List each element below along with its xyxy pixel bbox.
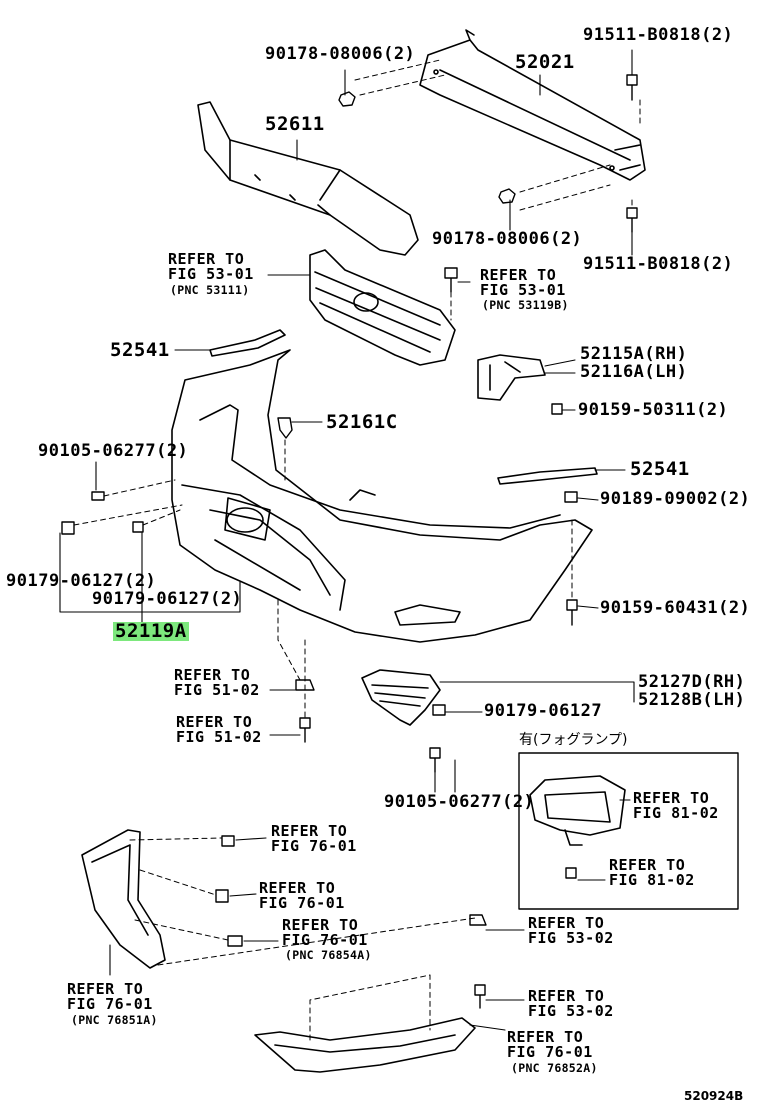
label-52161C: 52161C — [326, 411, 398, 433]
label-52128B-LH: 52128B(LH) — [638, 690, 746, 710]
lower-spoiler-front-part — [254, 1017, 476, 1073]
refer-to-text: REFER TO — [507, 1028, 584, 1046]
pnc-reference: (PNC 76854A) — [285, 948, 372, 962]
refer-to-text: REFER TO — [633, 789, 710, 807]
fig-reference-51-02[interactable]: FIG 51-02 — [176, 728, 262, 746]
label-90159-50311: 90159-50311(2) — [578, 400, 729, 420]
refer-to-text: REFER TO — [282, 916, 359, 934]
label-with-fog-lamp: 有(フォグランプ) — [519, 732, 628, 748]
fig-reference-53-01[interactable]: FIG 53-01 — [480, 281, 566, 299]
label-52116A-LH: 52116A(LH) — [580, 362, 688, 382]
radiator-grille-part — [309, 249, 456, 366]
diagram-code: 520924B — [684, 1089, 744, 1103]
refer-to-text: REFER TO — [609, 856, 686, 874]
molding-right-part — [497, 467, 598, 485]
fig-reference-81-02[interactable]: FIG 81-02 — [633, 804, 719, 822]
pnc-reference: (PNC 76851A) — [71, 1013, 158, 1027]
pnc-reference: (PNC 76852A) — [511, 1061, 598, 1075]
refer-to-text: REFER TO — [480, 266, 557, 284]
label-52021: 52021 — [515, 51, 575, 73]
label-90179-06127-a: 90179-06127(2) — [6, 571, 157, 591]
fig-reference-76-01[interactable]: FIG 76-01 — [507, 1043, 593, 1061]
refer-to-text: REFER TO — [176, 713, 253, 731]
label-52127D-RH: 52127D(RH) — [638, 672, 746, 692]
label-90105-06277-left: 90105-06277(2) — [38, 441, 189, 461]
bumper-reinforcement-part — [419, 29, 646, 181]
refer-to-text: REFER TO — [174, 666, 251, 684]
energy-absorber-part — [197, 101, 419, 256]
fig-reference-76-01[interactable]: FIG 76-01 — [271, 837, 357, 855]
label-90159-60431: 90159-60431(2) — [600, 598, 751, 618]
label-90105-06277-low: 90105-06277(2) — [384, 792, 535, 812]
label-90179-06127-b: 90179-06127(2) — [92, 589, 243, 609]
side-bracket-part — [477, 354, 546, 401]
dashed-guides — [73, 59, 641, 1041]
label-52115A-RH: 52115A(RH) — [580, 344, 688, 364]
refer-to-text: REFER TO — [271, 822, 348, 840]
fig-reference-51-02[interactable]: FIG 51-02 — [174, 681, 260, 699]
fig-reference-76-01[interactable]: FIG 76-01 — [259, 894, 345, 912]
fig-reference-53-02[interactable]: FIG 53-02 — [528, 1002, 614, 1020]
fasteners — [61, 74, 638, 1009]
pnc-reference: (PNC 53111) — [170, 283, 250, 297]
molding-left-part — [209, 329, 286, 357]
fig-reference-76-01[interactable]: FIG 76-01 — [67, 995, 153, 1013]
label-90189-09002: 90189-09002(2) — [600, 489, 751, 509]
fig-reference-81-02[interactable]: FIG 81-02 — [609, 871, 695, 889]
label-52119A-highlighted[interactable]: 52119A — [113, 620, 189, 642]
label-90178-08006-top: 90178-08006(2) — [265, 44, 416, 64]
label-52611: 52611 — [265, 113, 325, 135]
label-52541-left: 52541 — [110, 339, 170, 361]
label-52541-right: 52541 — [630, 458, 690, 480]
fog-lamp-cover-part — [361, 669, 441, 726]
label-90178-08006-mid: 90178-08006(2) — [432, 229, 583, 249]
pnc-reference: (PNC 53119B) — [482, 298, 569, 312]
bumper-cover-part — [171, 349, 593, 643]
fig-reference-53-01[interactable]: FIG 53-01 — [168, 265, 254, 283]
refer-to-text: REFER TO — [528, 914, 605, 932]
refer-to-text: REFER TO — [67, 980, 144, 998]
leader-lines — [59, 49, 635, 1031]
refer-to-text: REFER TO — [259, 879, 336, 897]
refer-to-text: REFER TO — [528, 987, 605, 1005]
lower-spoiler-left-part — [81, 829, 166, 969]
fig-reference-76-01[interactable]: FIG 76-01 — [282, 931, 368, 949]
fog-lamp-part — [529, 775, 626, 846]
label-91511-B0818-top: 91511-B0818(2) — [583, 25, 734, 45]
refer-to-text: REFER TO — [168, 250, 245, 268]
fig-reference-53-02[interactable]: FIG 53-02 — [528, 929, 614, 947]
label-91511-B0818-mid: 91511-B0818(2) — [583, 254, 734, 274]
label-90179-06127-c: 90179-06127 — [484, 701, 603, 721]
